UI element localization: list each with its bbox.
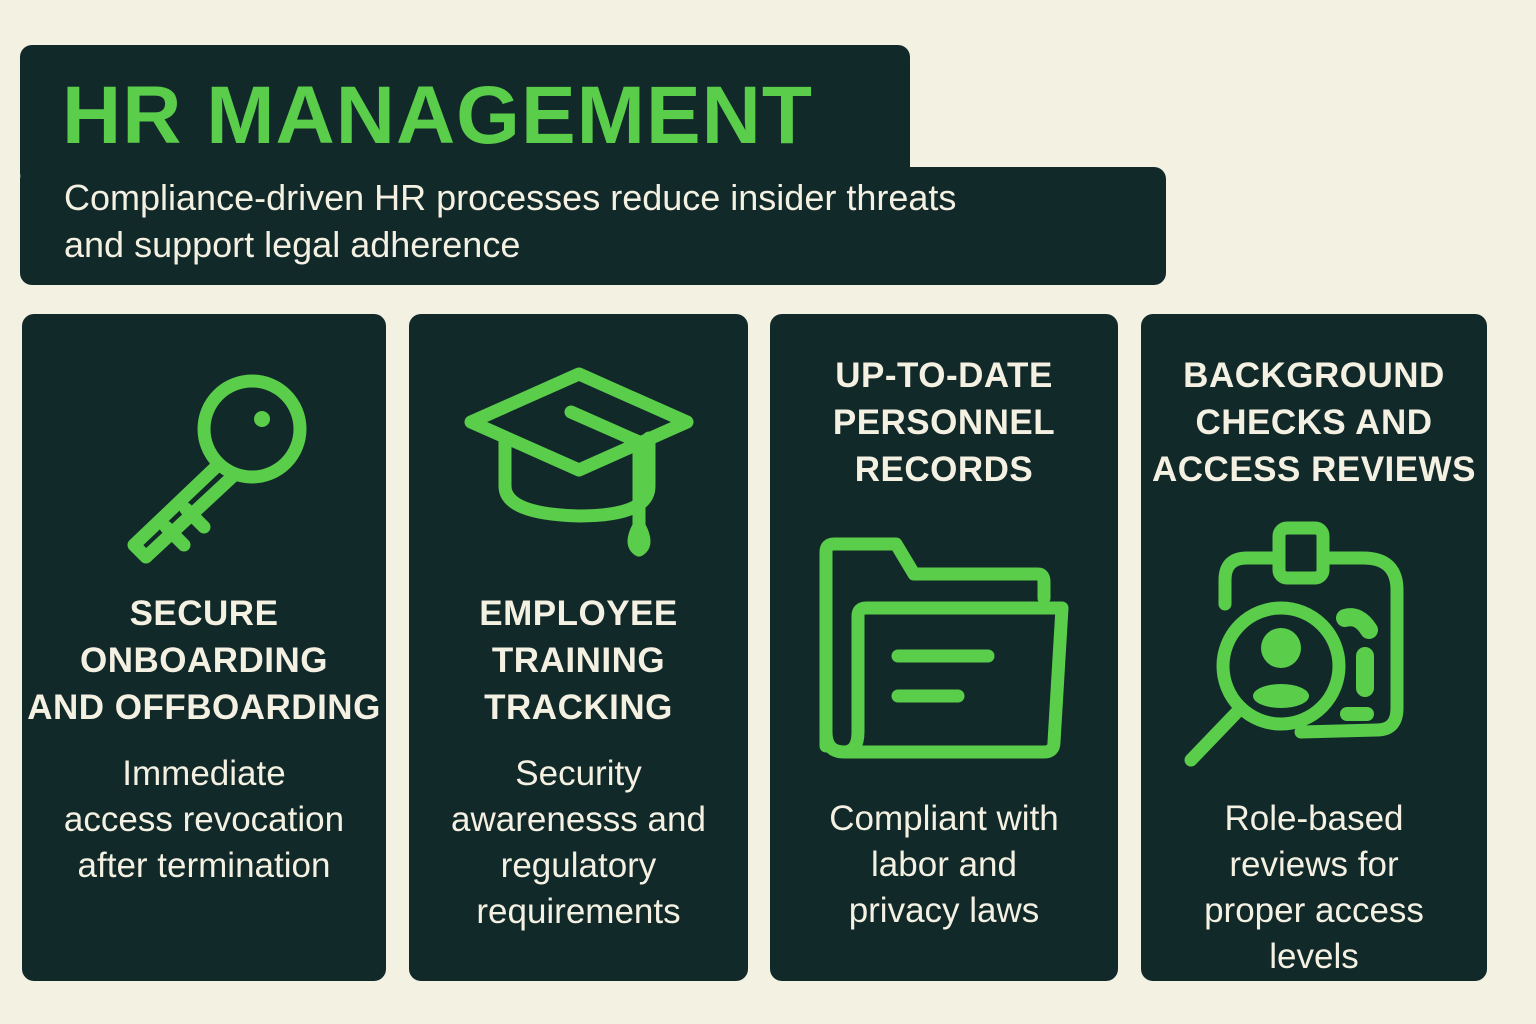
card-secure-onboarding: SECURE ONBOARDING AND OFFBOARDING Immedi… — [22, 314, 386, 981]
card-description: Role-based reviews for proper access lev… — [1204, 799, 1424, 976]
card-title: EMPLOYEE TRAINING TRACKING — [479, 594, 678, 727]
page-title: HR MANAGEMENT — [62, 70, 813, 161]
card-employee-training: EMPLOYEE TRAINING TRACKING Security awar… — [409, 314, 748, 981]
page-subtitle: Compliance-driven HR processes reduce in… — [64, 177, 957, 265]
header-subtitle-panel — [20, 167, 1166, 285]
card-title: UP-TO-DATE PERSONNEL RECORDS — [832, 356, 1056, 489]
card-title: SECURE ONBOARDING AND OFFBOARDING — [27, 594, 381, 727]
card-personnel-records: UP-TO-DATE PERSONNEL RECORDS Compliant w… — [770, 314, 1118, 981]
id-badge-search-icon — [1183, 518, 1413, 774]
folder-document-icon — [818, 536, 1074, 762]
card-background-checks: BACKGROUND CHECKS AND ACCESS REVIEWS Rol… — [1141, 314, 1487, 981]
graduation-cap-icon — [459, 366, 699, 562]
card-description: Compliant with labor and privacy laws — [829, 799, 1059, 930]
key-icon — [114, 369, 314, 569]
card-description: Security awarenesss and regulatory requi… — [451, 754, 706, 931]
header-title-panel — [20, 45, 910, 185]
card-description: Immediate access revocation after termin… — [63, 754, 345, 885]
card-title: BACKGROUND CHECKS AND ACCESS REVIEWS — [1152, 356, 1476, 489]
